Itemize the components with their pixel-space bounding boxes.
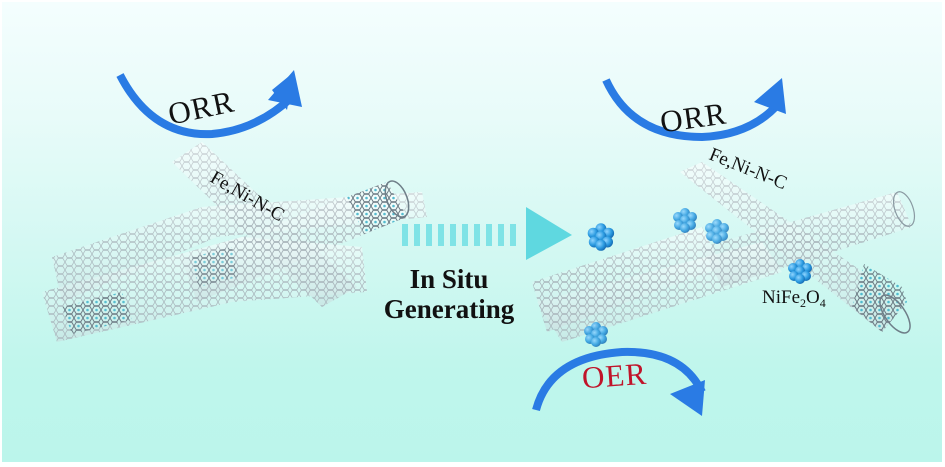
diagram-canvas: ORR Fe,Ni-N-C In Situ Generating ORR Fe,… bbox=[2, 2, 942, 462]
nanotube-icon bbox=[172, 142, 357, 307]
formula-sub-1: 2 bbox=[800, 296, 806, 310]
nanotube-icon bbox=[702, 191, 916, 287]
left-nanotube-bundle bbox=[42, 142, 427, 342]
nanotube-icon bbox=[182, 180, 410, 302]
transfer-dashed-arrow-icon bbox=[402, 207, 572, 260]
scene-graphics bbox=[42, 70, 916, 416]
oer-curved-arrow-icon bbox=[532, 347, 706, 416]
cluster-icon bbox=[587, 223, 615, 251]
cluster-icon bbox=[673, 208, 697, 233]
nife2o4-label: NiFe2O4 bbox=[762, 287, 826, 311]
in-situ-generating-label: In Situ Generating bbox=[354, 264, 544, 324]
orr-curved-arrow-icon bbox=[116, 70, 302, 139]
transition-line-2: Generating bbox=[383, 294, 515, 324]
cluster-icon bbox=[705, 219, 729, 244]
right-nanotube-bundle bbox=[532, 162, 916, 342]
oer-label: OER bbox=[580, 355, 649, 396]
transition-line-1: In Situ bbox=[409, 264, 489, 294]
orr-curved-arrow-icon bbox=[602, 78, 786, 142]
formula-mid: O bbox=[806, 287, 820, 308]
formula-sub-2: 4 bbox=[819, 296, 826, 310]
formula-base: NiFe bbox=[762, 287, 800, 308]
